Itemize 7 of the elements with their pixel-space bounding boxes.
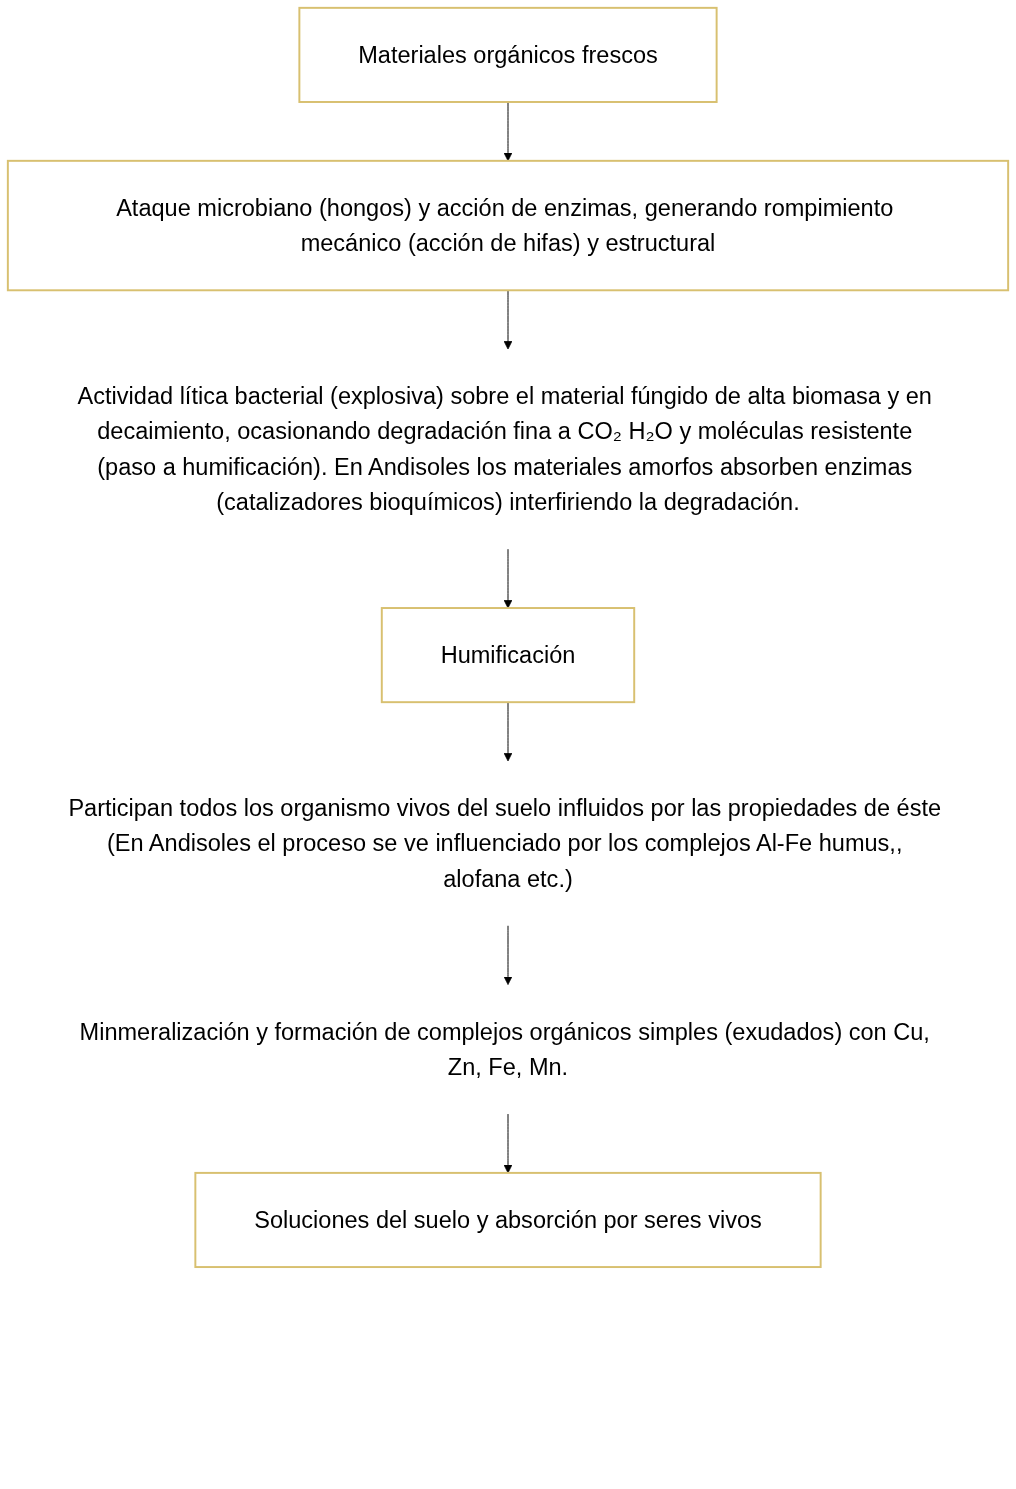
node-text: Participan todos los organismo vivos del suelo influidos por las propiedades de éste (En Andisoles el proceso se ve influenciado por los complejos Al-Fe humus,, alofana etc.) bbox=[68, 794, 942, 892]
node-box: Humificación bbox=[380, 607, 636, 704]
node-box: Ataque microbiano (hongos) y acción de enzimas, generando rompimiento mecánico (acción de hifas) y estructural bbox=[6, 159, 1010, 292]
node-box: Soluciones del suelo y absorción por seres vivos bbox=[194, 1171, 822, 1269]
node-text: Minmeralización y formación de complejos orgánicos simples (exudados) con Cu, Zn, Fe, Mn. bbox=[79, 1017, 930, 1080]
node-text: Actividad lítica bacterial (explosiva) sobre el material fúngido de alta biomasa y en decaimiento, ocasionando degradación fina a CO₂ H₂O y moléculas resistente (paso a humificación). En Andisoles los materiales amorfos absorben enzimas (catalizadores bioquímicos) interfiriendo la degradación. bbox=[77, 382, 932, 515]
node-box: Materiales orgánicos frescos bbox=[298, 6, 718, 103]
